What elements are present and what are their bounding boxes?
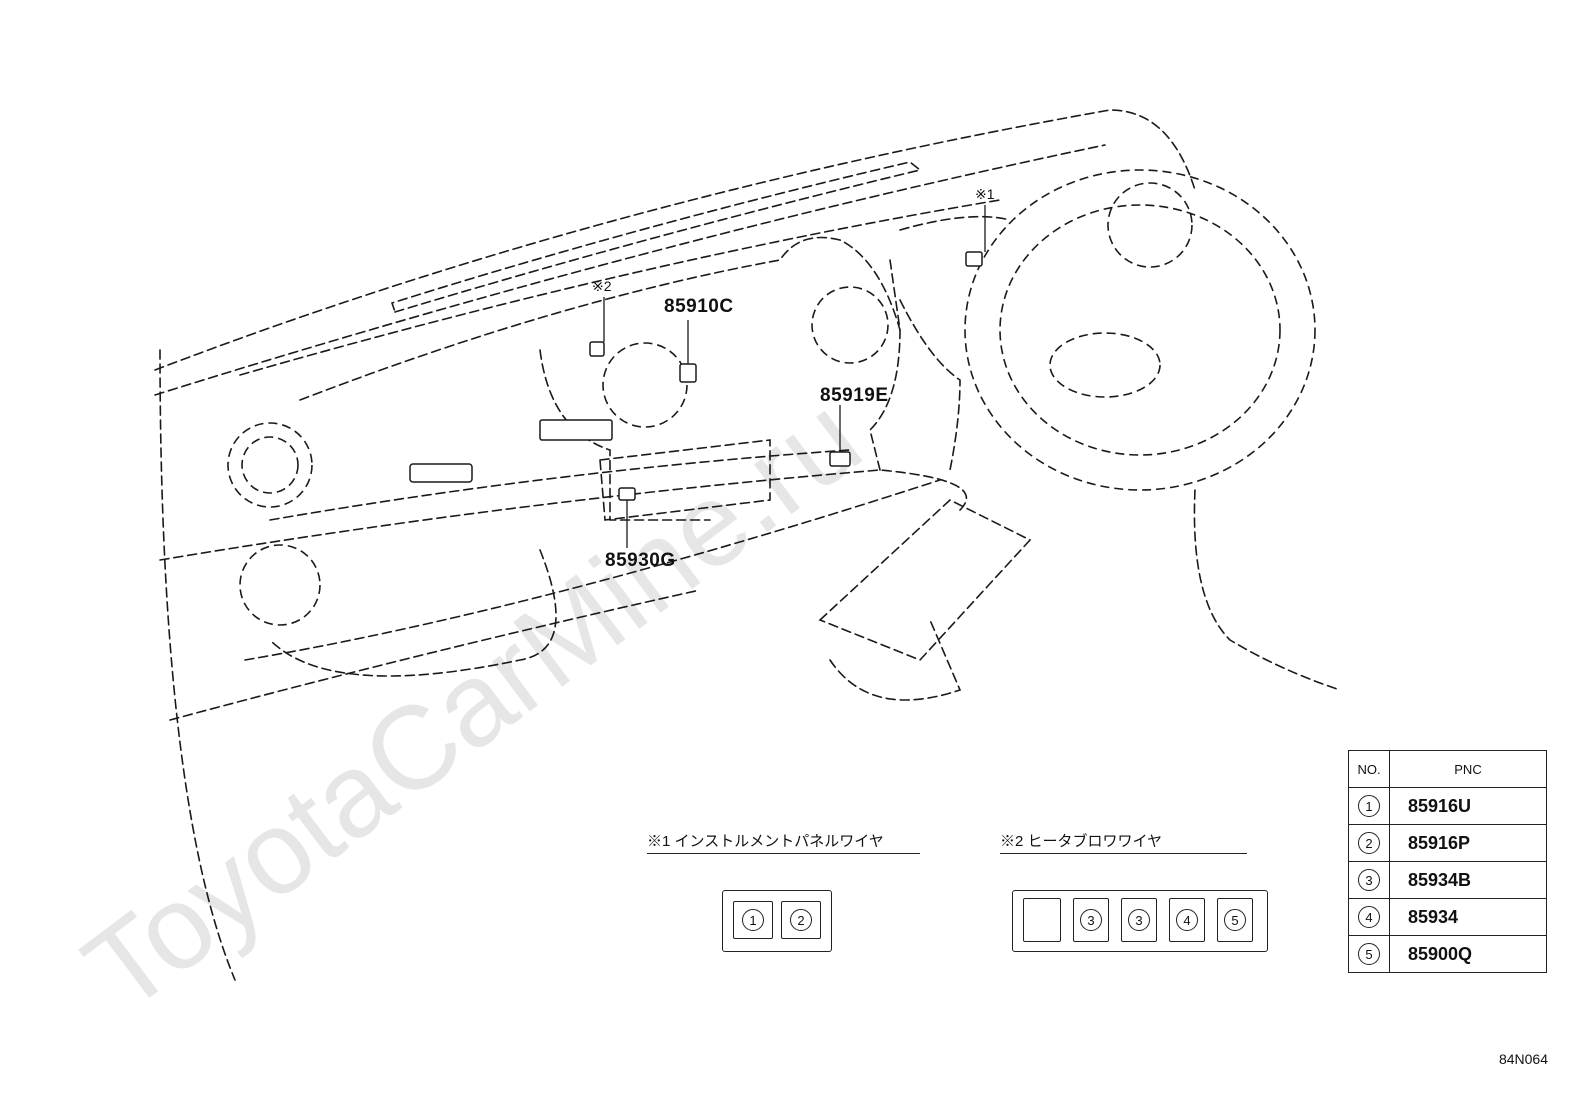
wire-1-slot: 2 xyxy=(781,901,821,939)
slot-number: 5 xyxy=(1224,909,1246,931)
slot-number: 1 xyxy=(742,909,764,931)
wire-2-slot: 5 xyxy=(1217,898,1253,942)
slot-number: 2 xyxy=(790,909,812,931)
wire-2-title: ※2 ヒータブロワワイヤ xyxy=(1000,833,1163,850)
table-row: 1 85916U xyxy=(1348,787,1547,825)
row-no-cell: 1 xyxy=(1348,787,1390,825)
wire-2-slot: 4 xyxy=(1169,898,1205,942)
callout-85910c: 85910C xyxy=(664,296,734,317)
row-no-cell: 4 xyxy=(1348,898,1390,936)
wire-2-rule xyxy=(1000,853,1247,854)
wire-2-slot: 3 xyxy=(1073,898,1109,942)
wire-1-connector: 1 2 xyxy=(722,890,832,952)
row-pnc-cell: 85934B xyxy=(1389,861,1547,899)
wire-2-slot-empty xyxy=(1023,898,1061,942)
row-pnc-cell: 85934 xyxy=(1389,898,1547,936)
wire-2-connector: 3 3 4 5 xyxy=(1012,890,1268,952)
table-row: 3 85934B xyxy=(1348,861,1547,899)
callout-85919e: 85919E xyxy=(820,385,889,406)
row-number: 3 xyxy=(1358,869,1380,891)
row-pnc-cell: 85916U xyxy=(1389,787,1547,825)
pnc-table: NO. PNC 1 85916U 2 85916P 3 85934B 4 859… xyxy=(1348,750,1547,973)
wire-1-title: ※1 インストルメントパネルワイヤ xyxy=(647,833,884,850)
row-no-cell: 2 xyxy=(1348,824,1390,862)
wire-1-slot: 1 xyxy=(733,901,773,939)
row-number: 5 xyxy=(1358,943,1380,965)
note-mark-2: ※2 xyxy=(592,278,612,294)
row-number: 1 xyxy=(1358,795,1380,817)
table-row: 2 85916P xyxy=(1348,824,1547,862)
slot-number: 3 xyxy=(1080,909,1102,931)
slot-number: 4 xyxy=(1176,909,1198,931)
wire-2-slot: 3 xyxy=(1121,898,1157,942)
callout-85930g: 85930G xyxy=(605,550,676,571)
row-no-cell: 3 xyxy=(1348,861,1390,899)
col-no-header: NO. xyxy=(1348,750,1390,788)
row-number: 2 xyxy=(1358,832,1380,854)
row-pnc-cell: 85900Q xyxy=(1389,935,1547,973)
table-row: 5 85900Q xyxy=(1348,935,1547,973)
row-number: 4 xyxy=(1358,906,1380,928)
slot-number: 3 xyxy=(1128,909,1150,931)
row-no-cell: 5 xyxy=(1348,935,1390,973)
row-pnc-cell: 85916P xyxy=(1389,824,1547,862)
pnc-table-header: NO. PNC xyxy=(1348,750,1547,788)
table-row: 4 85934 xyxy=(1348,898,1547,936)
wire-1-rule xyxy=(647,853,920,854)
note-mark-1: ※1 xyxy=(975,186,995,202)
col-pnc-header: PNC xyxy=(1389,750,1547,788)
diagram-code: 84N064 xyxy=(1498,1051,1548,1067)
